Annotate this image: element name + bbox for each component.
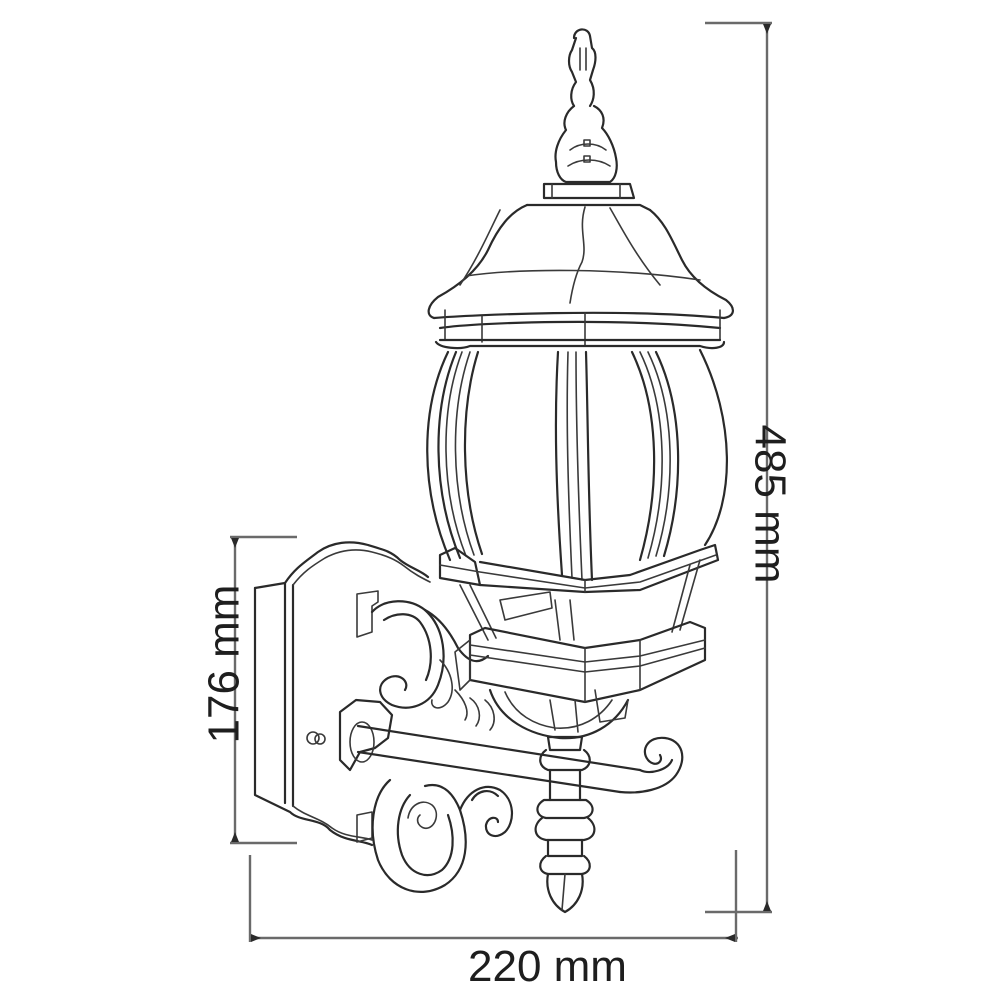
scroll-bracket	[338, 600, 684, 893]
backplate-height-dimension-label: 176 mm	[199, 584, 249, 744]
dimension-projection-220	[248, 850, 738, 942]
lantern-finial	[542, 28, 636, 200]
dimension-backplate-176	[230, 535, 297, 845]
projection-dimension-label: 220 mm	[468, 942, 627, 991]
dimension-height-485	[705, 21, 772, 914]
lantern-canopy	[427, 203, 734, 350]
lantern-base	[438, 543, 720, 740]
lantern-glass-body	[426, 348, 728, 582]
height-dimension-label: 485 mm	[745, 424, 795, 584]
lantern-drop-finial	[534, 735, 596, 914]
wall-backplate	[253, 541, 431, 847]
